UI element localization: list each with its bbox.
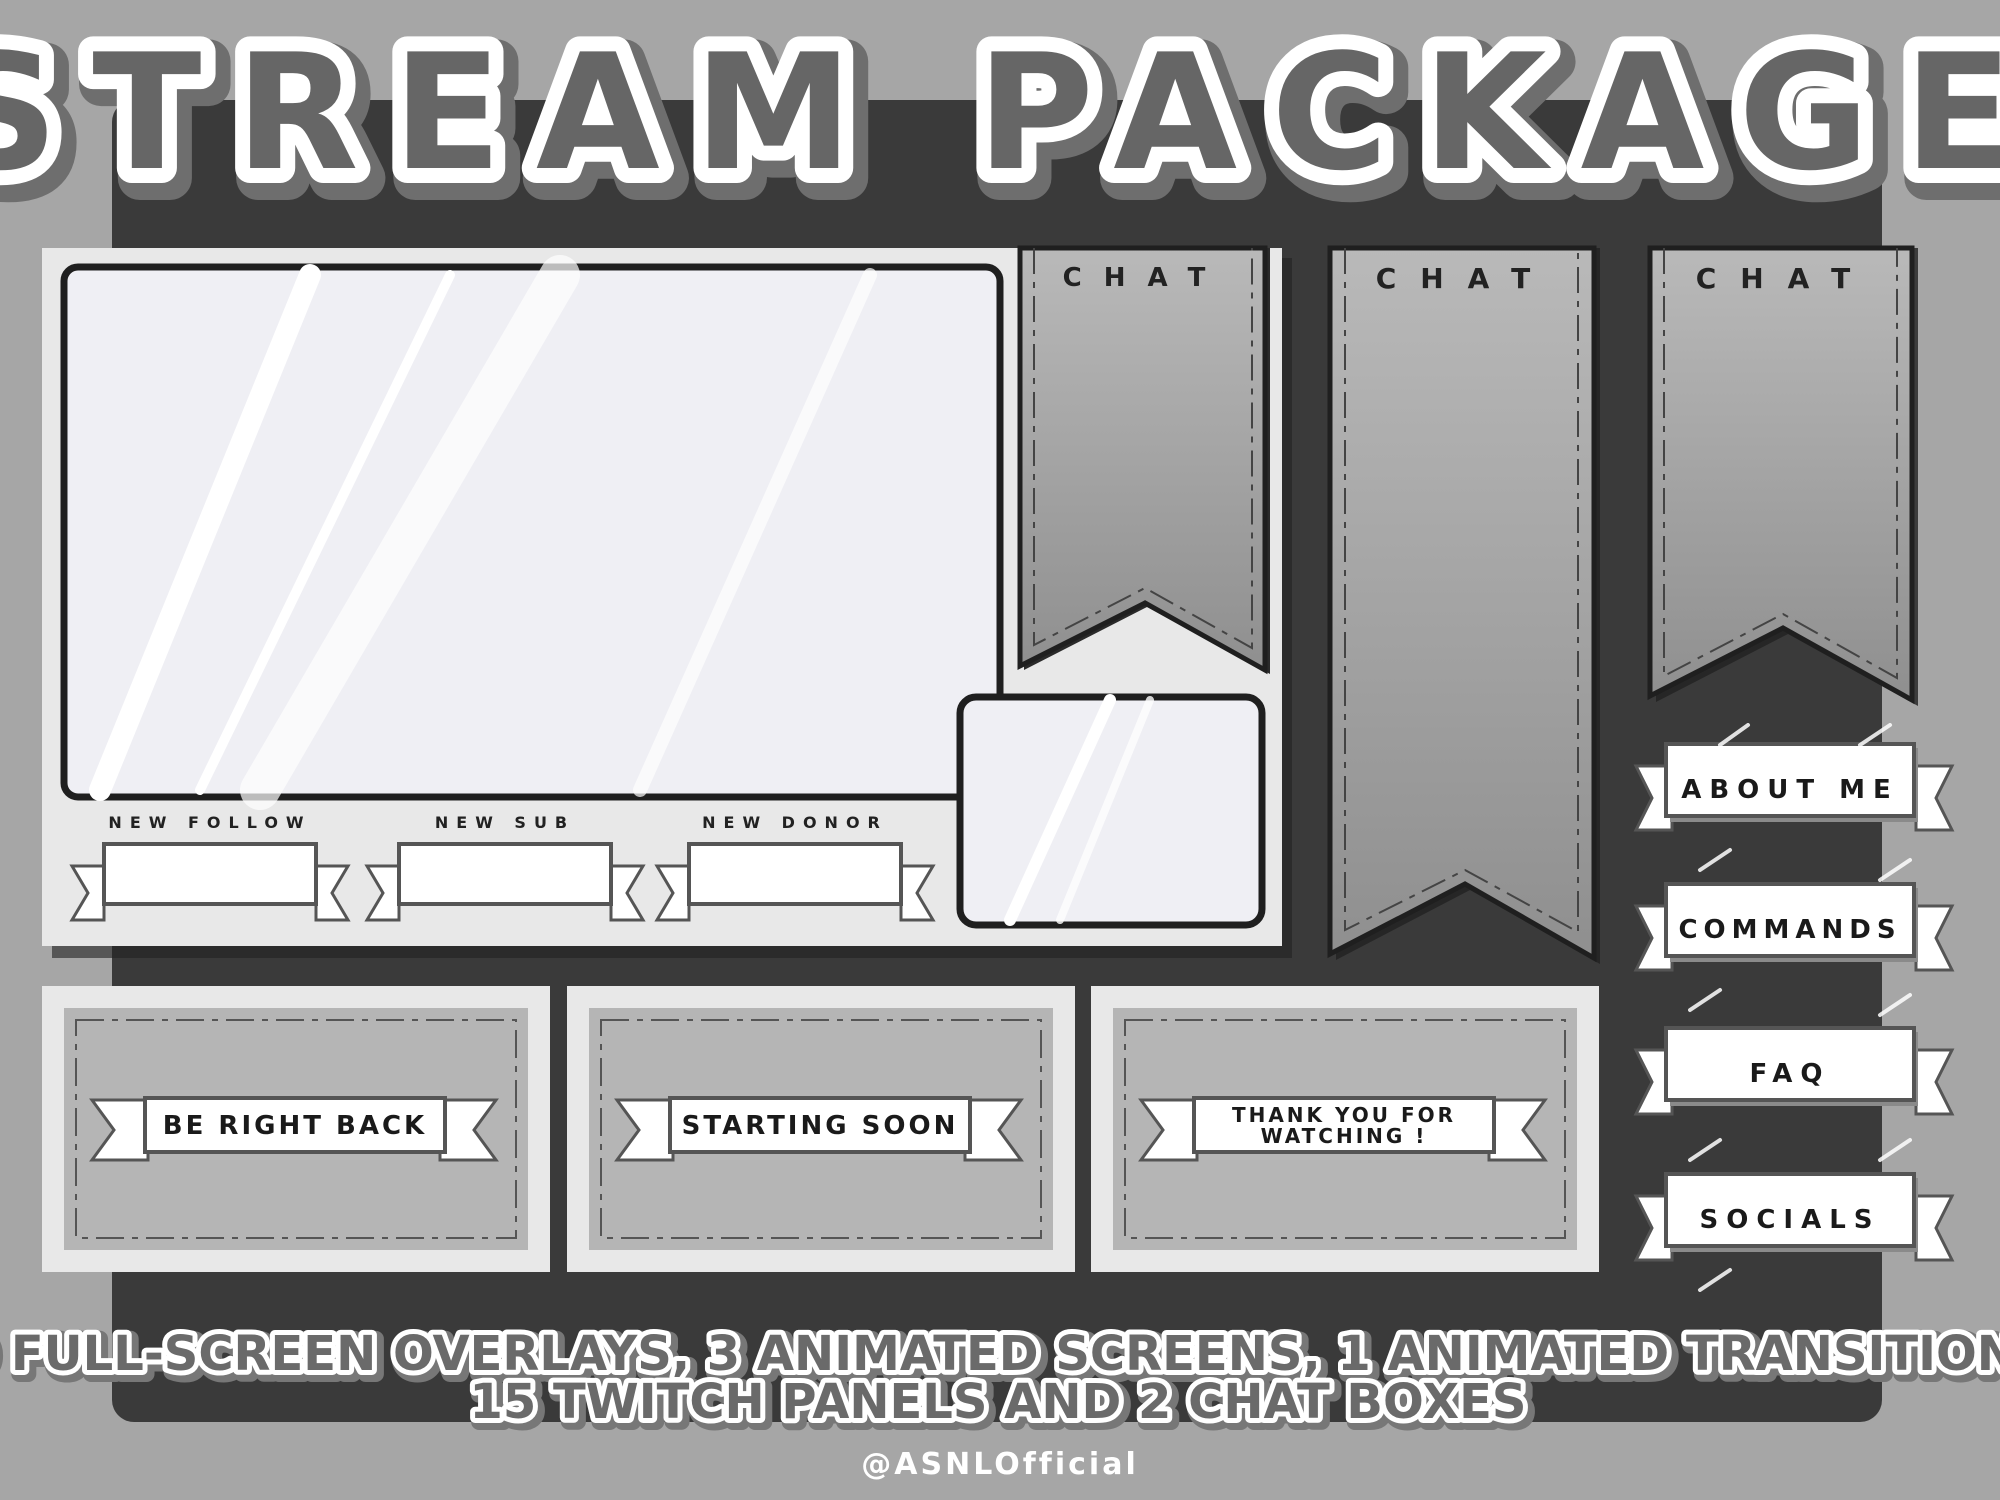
screen-label-line2: WATCHING ! [1261,1124,1428,1148]
svg-text:9 FULL-SCREEN OVERLAYS, 3 ANIM: 9 FULL-SCREEN OVERLAYS, 3 ANIMATED SCREE… [0,1326,2000,1382]
alert-ribbon-new-sub [364,842,646,922]
panel-commands: COMMANDS [1633,882,1955,972]
screen-thank-you: THANK YOU FOR WATCHING ! [1091,986,1599,1272]
screen-label: BE RIGHT BACK [163,1111,427,1141]
panel-label: ABOUT ME [1681,775,1899,805]
description-line1: 9 FULL-SCREEN OVERLAYS, 3 ANIMATED SCREE… [0,1326,2000,1382]
glass-reflection [89,255,877,810]
panel-socials: SOCIALS [1633,1172,1955,1262]
chat-box-tall: CHAT [1327,245,1600,964]
svg-text:STREAM PACKAGE: STREAM PACKAGE [0,19,2000,206]
panel-faq: FAQ [1633,1026,1955,1116]
svg-text:STREAM PACKAGE: STREAM PACKAGE [0,29,2000,216]
alert-label-new-sub: NEW SUB [435,813,575,832]
panel-label: FAQ [1749,1059,1830,1089]
overlay-chat-box: CHAT [1017,245,1270,675]
sparkle-decoration [1688,723,1912,1292]
creator-handle: @ASNLOfficial [861,1447,1138,1482]
svg-text:15 TWITCH PANELS AND 2 CHAT BO: 15 TWITCH PANELS AND 2 CHAT BOXES [474,1378,1531,1434]
alert-ribbon-new-donor [654,842,936,922]
panel-about-me: ABOUT ME [1633,742,1955,832]
main-overlay: CHAT NEW FOLLOW NEW SUB NEW DONOR [42,245,1292,958]
chat-label: CHAT [1696,262,1875,295]
gameplay-frame [60,263,1004,801]
chat-box-short: CHAT [1647,245,1918,706]
screen-label-line1: THANK YOU FOR [1232,1103,1456,1127]
screen-starting-soon: STARTING SOON [567,986,1075,1272]
screen-be-right-back: BE RIGHT BACK [42,986,550,1272]
svg-text:15 TWITCH PANELS AND 2 CHAT BO: 15 TWITCH PANELS AND 2 CHAT BOXES [470,1374,1527,1430]
alert-ribbon-new-follow [69,842,351,922]
panel-label: COMMANDS [1678,915,1901,945]
screen-label: STARTING SOON [682,1111,959,1141]
page-title: STREAM PACKAGE [0,19,2000,206]
description: 9 FULL-SCREEN OVERLAYS, 3 ANIMATED SCREE… [0,1321,2000,1442]
description-line2: 15 TWITCH PANELS AND 2 CHAT BOXES [470,1374,1527,1430]
title-group: STREAM PACKAGE STREAM PACKAGE STREAM PAC… [0,4,2000,238]
alert-label-new-follow: NEW FOLLOW [108,813,311,832]
webcam-frame [956,693,1266,929]
chat-label: CHAT [1376,262,1555,295]
alert-label-new-donor: NEW DONOR [702,813,888,832]
svg-text:9 FULL-SCREEN OVERLAYS, 3 ANIM: 9 FULL-SCREEN OVERLAYS, 3 ANIMATED SCREE… [0,1330,2000,1386]
panel-label: SOCIALS [1700,1205,1881,1235]
chat-label: CHAT [1063,263,1228,293]
